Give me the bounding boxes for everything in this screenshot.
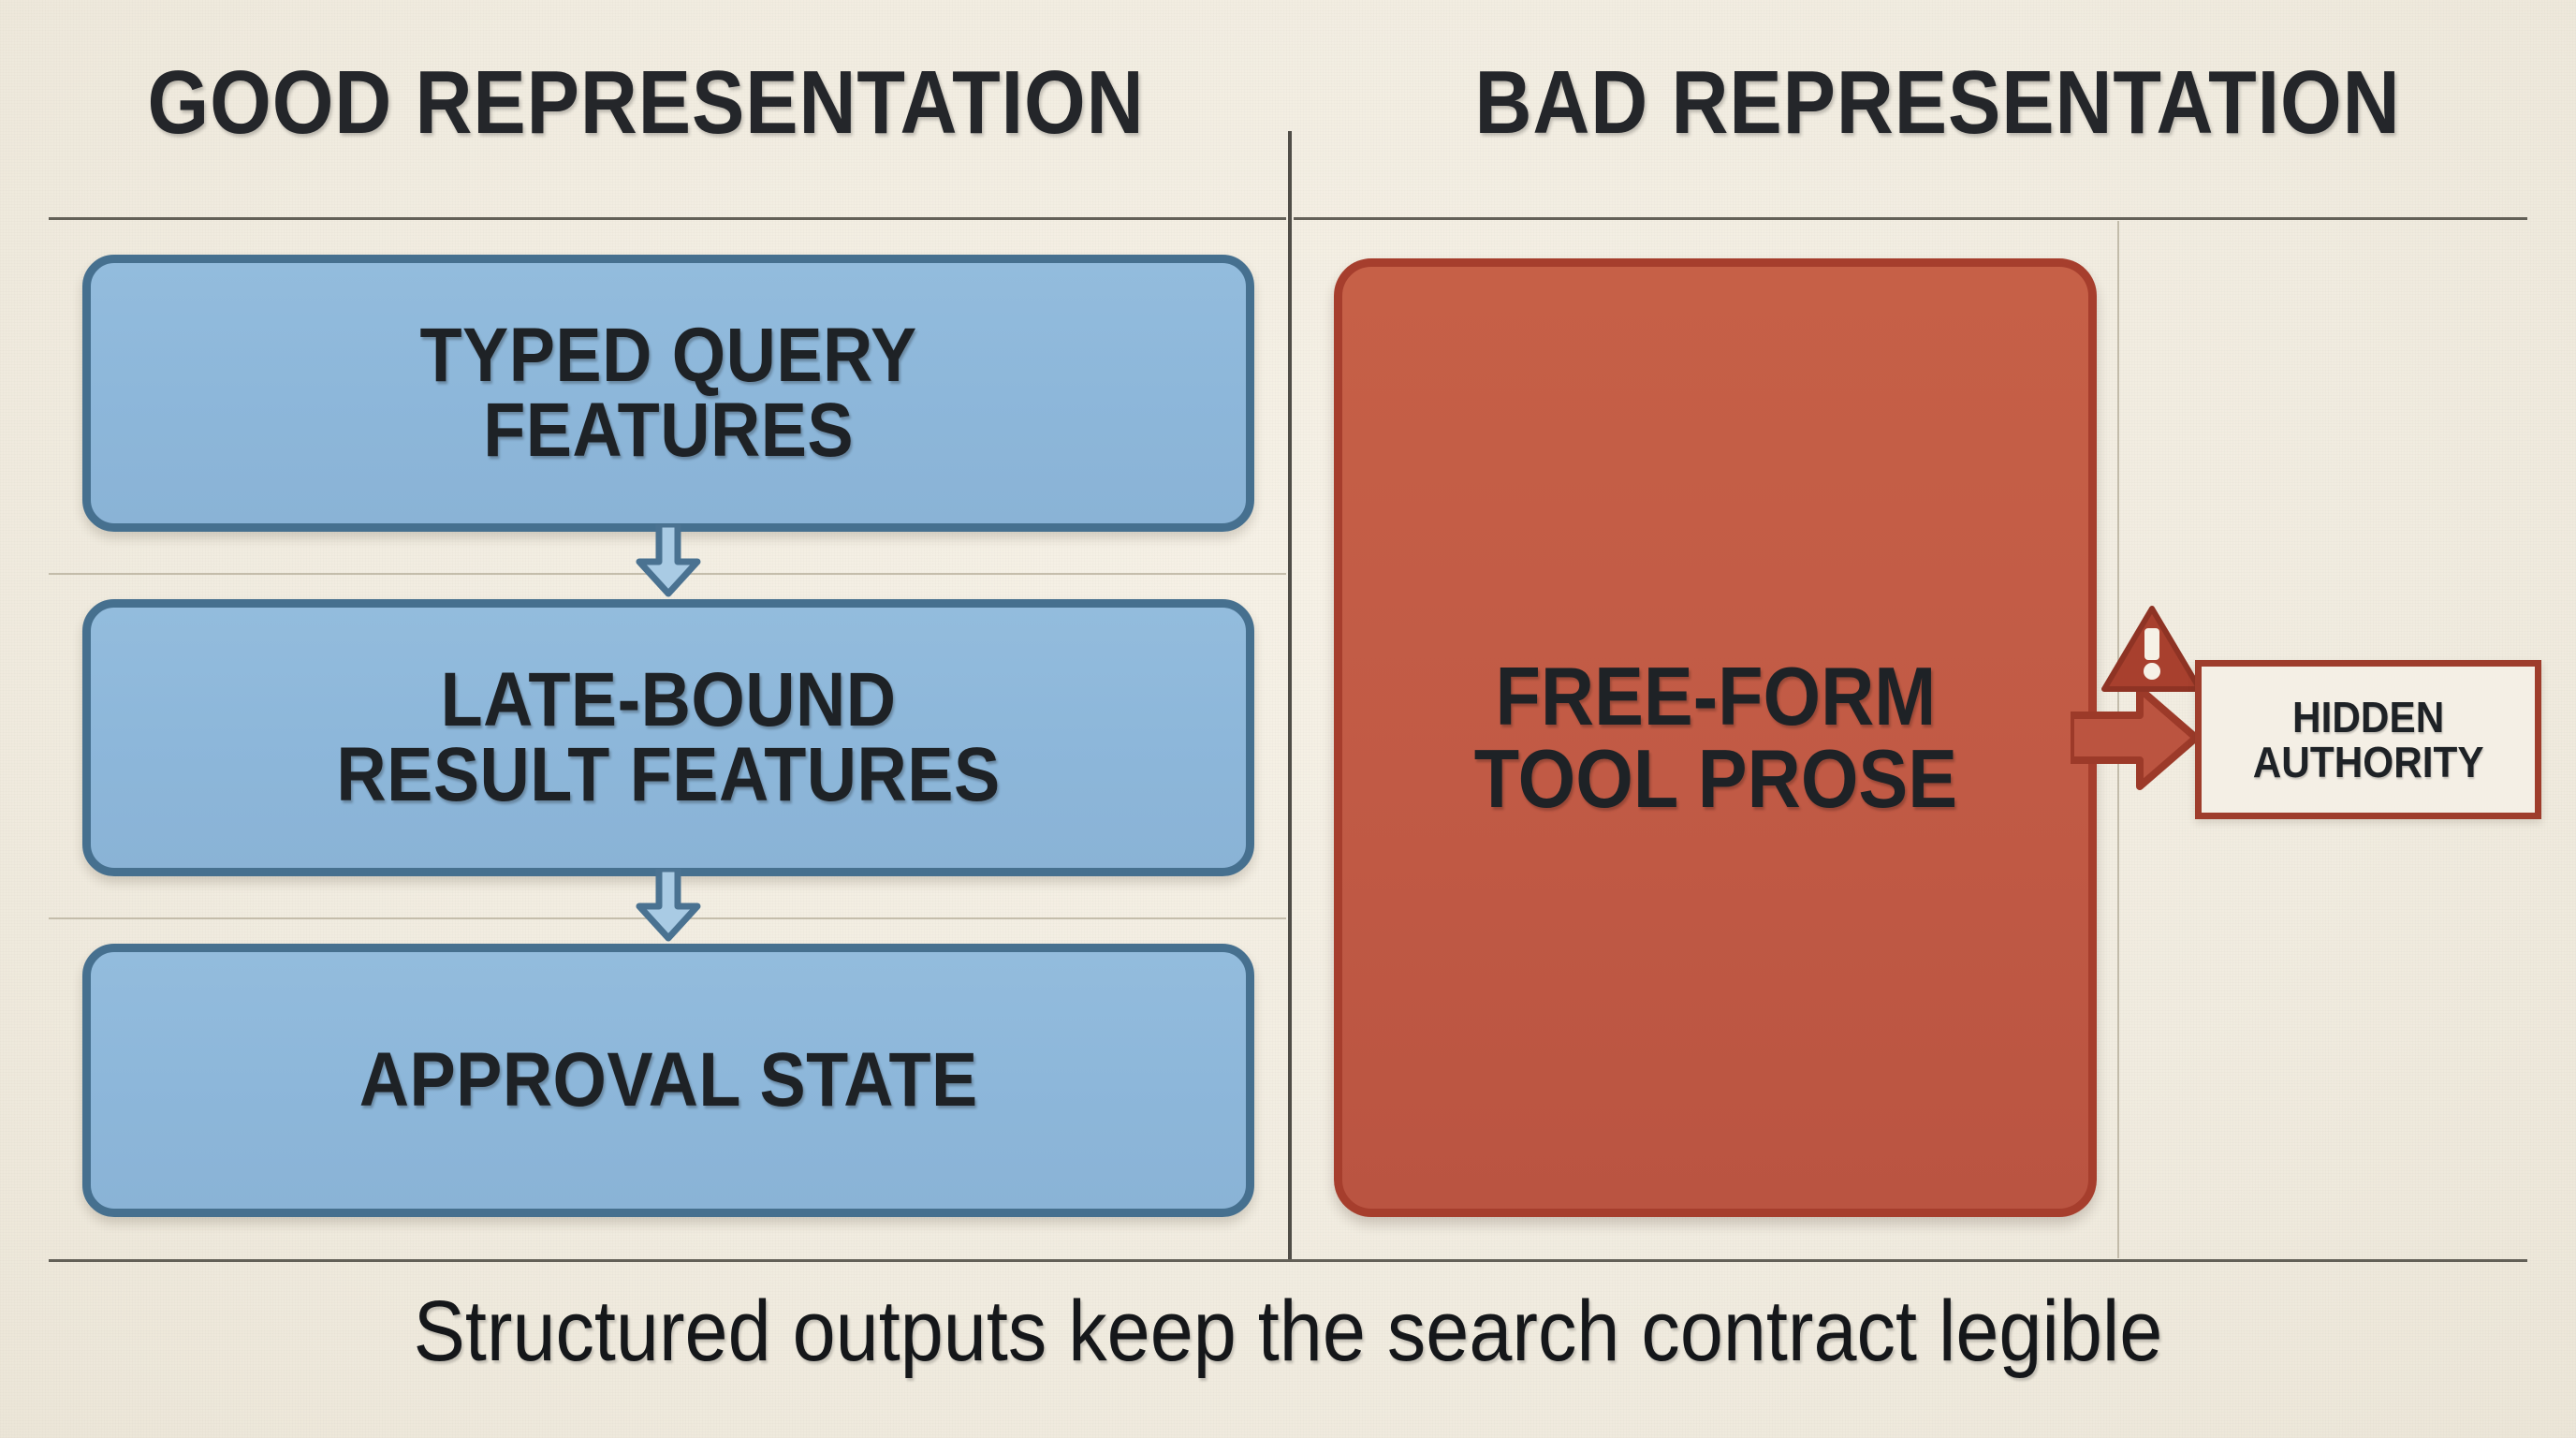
header-divider-left	[49, 217, 1286, 220]
bad-main-box[interactable]: FREE-FORM TOOL PROSE	[1334, 258, 2097, 1217]
bad-main-label: FREE-FORM TOOL PROSE	[1473, 650, 1957, 825]
good-step-box-2[interactable]: LATE-BOUND RESULT FEATURES	[82, 599, 1254, 876]
column-title-good: GOOD REPRESENTATION	[147, 52, 1145, 153]
good-step-label-1: TYPED QUERY FEATURES	[419, 312, 917, 473]
good-step-box-3[interactable]: APPROVAL STATE	[82, 944, 1254, 1217]
caption-text: Structured outputs keep the search contr…	[413, 1284, 2163, 1379]
good-step-box-1[interactable]: TYPED QUERY FEATURES	[82, 255, 1254, 532]
column-title-bad: BAD REPRESENTATION	[1474, 52, 2401, 153]
good-step-label-3: APPROVAL STATE	[359, 1036, 978, 1123]
hidden-authority-label: HIDDEN AUTHORITY	[2252, 692, 2484, 786]
header-divider-right	[1294, 217, 2527, 220]
caption-divider	[49, 1259, 2527, 1262]
flow-arrow-1-icon	[636, 524, 701, 597]
hidden-authority-arrow-icon	[2071, 685, 2200, 790]
flow-arrow-2-icon	[636, 869, 701, 942]
hidden-authority-callout[interactable]: HIDDEN AUTHORITY	[2195, 660, 2541, 819]
good-step-label-2: LATE-BOUND RESULT FEATURES	[336, 656, 1001, 817]
column-divider	[1288, 131, 1292, 1259]
warning-triangle-icon	[2101, 606, 2203, 692]
